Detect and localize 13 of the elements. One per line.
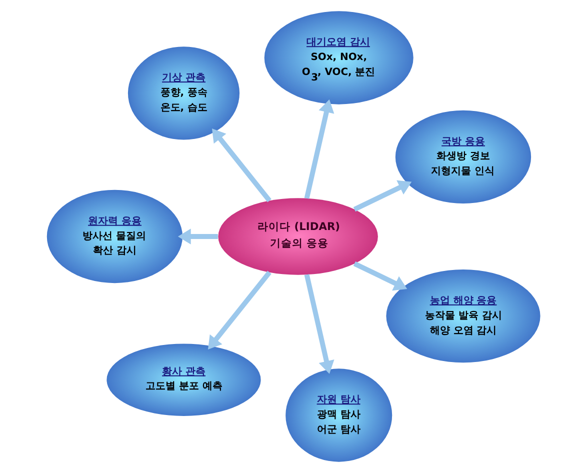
- arrow: [304, 274, 334, 374]
- node-ellipse: 원자력 응용 방사선 물질의 확산 감시: [46, 190, 183, 284]
- arrow: [353, 261, 408, 291]
- arrow: [212, 128, 272, 202]
- arrow: [353, 180, 412, 212]
- arrow: [178, 228, 218, 244]
- node-ellipse: 농업 해양 응용 농작물 발육 감시 해양 오염 감시: [386, 269, 540, 363]
- node-ellipse: 기상 관측 풍향, 풍속 온도, 습도: [128, 46, 240, 140]
- arrow: [304, 99, 334, 199]
- node-ellipse: 황사 관측 고도별 분포 예측: [106, 344, 261, 416]
- arrow: [208, 270, 272, 350]
- node-ellipse: 자원 탐사 광맥 탐사 어군 탐사: [286, 368, 392, 462]
- node-ellipse: 라이다 (LIDAR) 기술의 응용: [218, 198, 378, 275]
